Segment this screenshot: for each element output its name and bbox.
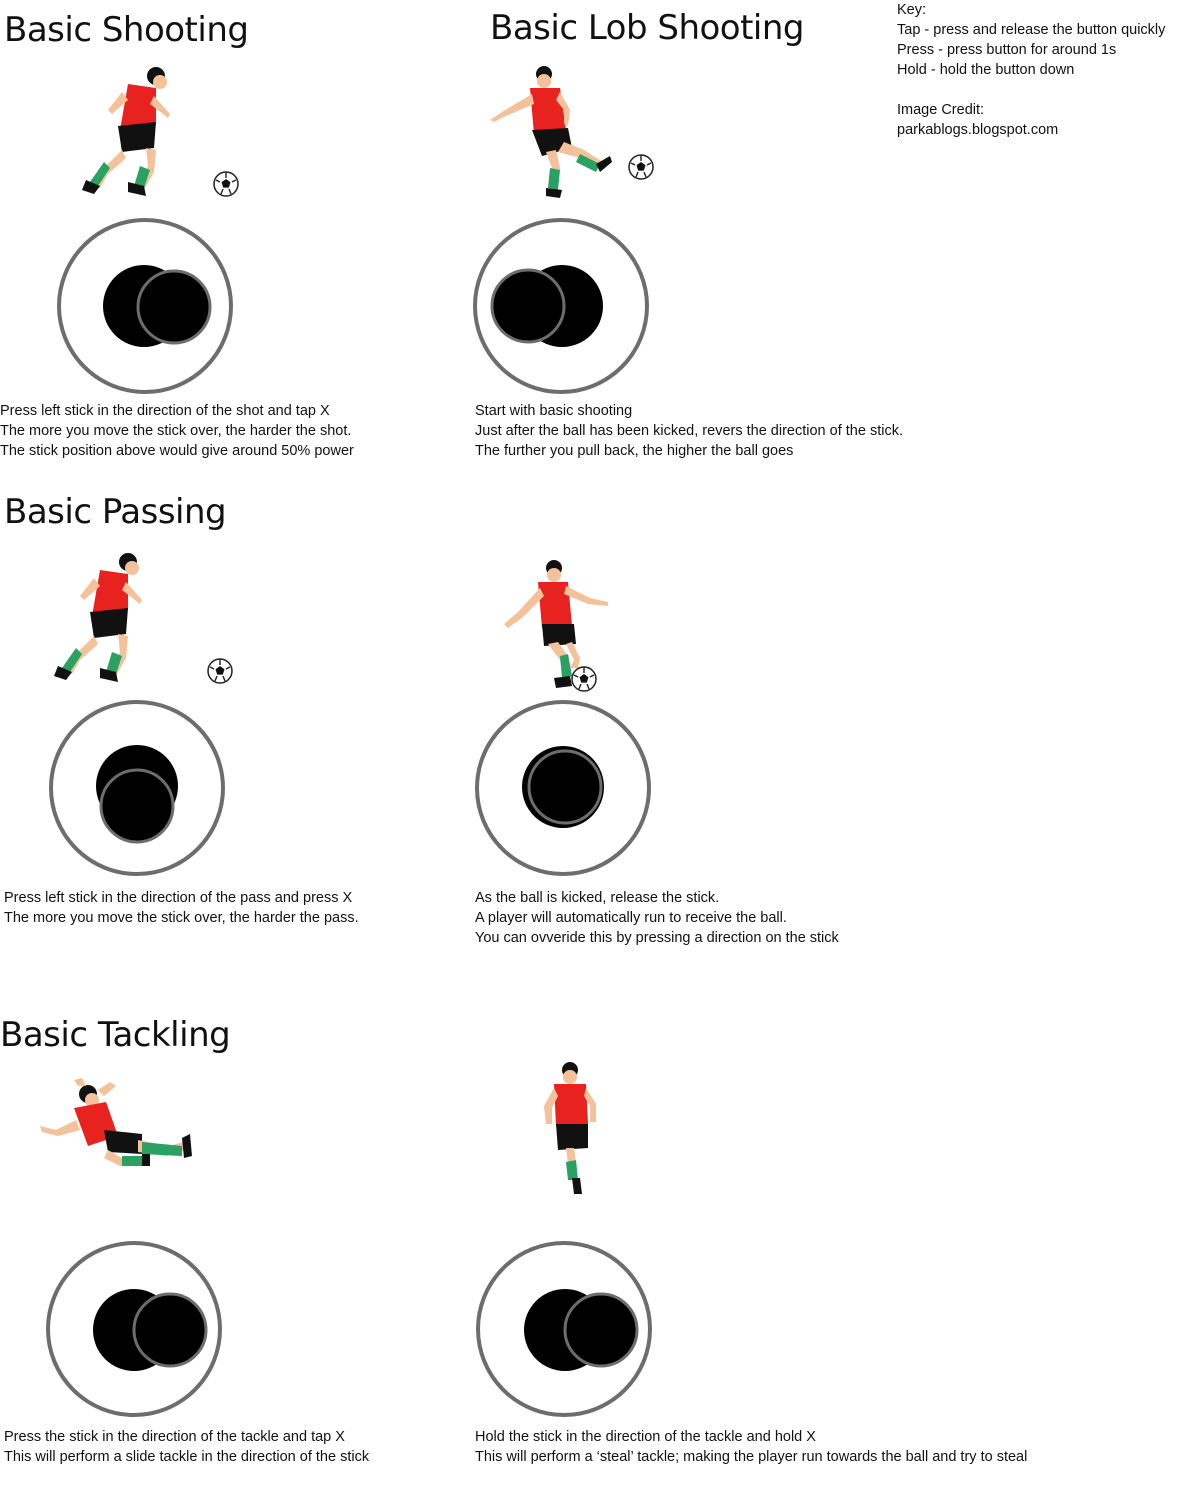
desc-line: Press left stick in the direction of the… bbox=[0, 403, 330, 419]
desc-release-stick: As the ball is kicked, release the stick… bbox=[475, 888, 839, 948]
player-shooting-figure bbox=[78, 62, 178, 202]
heading-basic-passing: Basic Passing bbox=[4, 492, 227, 532]
ball-icon bbox=[206, 657, 234, 685]
image-credit-source: parkablogs.blogspot.com bbox=[897, 122, 1059, 138]
player-steal-figure bbox=[540, 1062, 604, 1198]
stick-diagram-steal-tackle bbox=[475, 1240, 653, 1418]
stick-diagram-release bbox=[474, 699, 652, 877]
stick-diagram-slide-tackle bbox=[45, 1240, 223, 1418]
ball-icon bbox=[627, 153, 655, 181]
heading-basic-lob-shooting: Basic Lob Shooting bbox=[490, 8, 805, 48]
heading-basic-shooting: Basic Shooting bbox=[4, 10, 249, 50]
desc-line: As the ball is kicked, release the stick… bbox=[475, 890, 720, 906]
key-spacer bbox=[897, 80, 1165, 100]
desc-line: The more you move the stick over, the ha… bbox=[4, 910, 359, 926]
desc-line: A player will automatically run to recei… bbox=[475, 910, 787, 926]
desc-line: Just after the ball has been kicked, rev… bbox=[475, 423, 903, 439]
desc-line: Hold the stick in the direction of the t… bbox=[475, 1429, 816, 1445]
desc-line: The more you move the stick over, the ha… bbox=[0, 423, 352, 439]
desc-line: The stick position above would give arou… bbox=[0, 443, 354, 459]
desc-basic-lob-shooting: Start with basic shooting Just after the… bbox=[475, 401, 903, 461]
ball-icon bbox=[570, 665, 598, 693]
desc-basic-passing: Press left stick in the direction of the… bbox=[4, 888, 359, 928]
player-lob-figure bbox=[488, 64, 618, 204]
desc-line: You can ovveride this by pressing a dire… bbox=[475, 930, 839, 946]
stick-thumb bbox=[490, 268, 566, 344]
player-release-figure bbox=[500, 560, 620, 692]
desc-slide-tackle: Press the stick in the direction of the … bbox=[4, 1427, 369, 1467]
key-legend: Key: Tap - press and release the button … bbox=[897, 0, 1165, 140]
desc-line: Press the stick in the direction of the … bbox=[4, 1429, 345, 1445]
heading-basic-tackling: Basic Tackling bbox=[0, 1015, 231, 1055]
ball-icon bbox=[212, 170, 240, 198]
player-passing-figure bbox=[50, 548, 150, 688]
desc-steal-tackle: Hold the stick in the direction of the t… bbox=[475, 1427, 1027, 1467]
player-slide-tackle-figure bbox=[38, 1078, 198, 1170]
stick-thumb bbox=[99, 768, 175, 844]
key-tap: Tap - press and release the button quick… bbox=[897, 22, 1166, 38]
image-credit-label: Image Credit: bbox=[897, 102, 985, 118]
stick-thumb bbox=[136, 269, 212, 345]
desc-line: This will perform a slide tackle in the … bbox=[4, 1449, 370, 1465]
stick-diagram-lob bbox=[472, 217, 650, 395]
stick-thumb bbox=[132, 1292, 208, 1368]
stick-diagram-passing bbox=[48, 699, 226, 877]
desc-line: Start with basic shooting bbox=[475, 403, 633, 419]
stick-thumb bbox=[563, 1292, 639, 1368]
desc-basic-shooting: Press left stick in the direction of the… bbox=[0, 401, 354, 461]
stick-thumb bbox=[527, 749, 603, 825]
desc-line: This will perform a ‘steal’ tackle; maki… bbox=[475, 1449, 1028, 1465]
key-hold: Hold - hold the button down bbox=[897, 62, 1075, 78]
stick-diagram-shooting bbox=[56, 217, 234, 395]
desc-line: Press left stick in the direction of the… bbox=[4, 890, 353, 906]
desc-line: The further you pull back, the higher th… bbox=[475, 443, 794, 459]
key-title: Key: bbox=[897, 2, 927, 18]
key-press: Press - press button for around 1s bbox=[897, 42, 1117, 58]
